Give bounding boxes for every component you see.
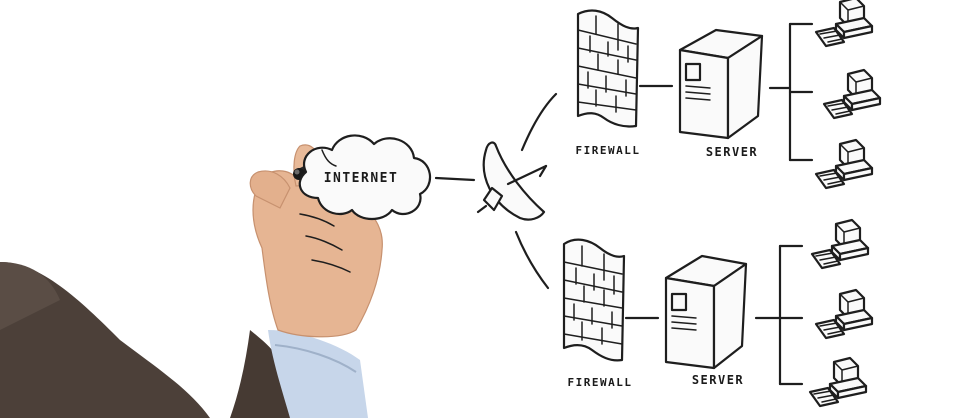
keyboard-icon [814,318,846,340]
link-cloud-dish [434,176,476,182]
workstation-icon [810,218,870,270]
firewall-label-bottom: FIREWALL [568,376,633,389]
workstation-icon [814,138,874,190]
server-icon: SERVER [678,28,764,159]
person-arm [0,262,368,418]
workstations [808,0,882,408]
keyboard-icon [808,386,840,408]
firewall-label-top: FIREWALL [576,144,641,157]
workstation-icon [822,68,882,120]
bus-top [768,22,814,162]
server-label-top: SERVER [706,145,758,159]
branch-top: FIREWALL SERVER [576,9,814,162]
link-dish-top [520,92,558,152]
workstation-icon [814,0,874,48]
keyboard-icon [810,248,842,270]
server-label-bottom: SERVER [692,373,744,387]
keyboard-icon [822,98,854,120]
satellite-dish-icon [476,141,548,221]
internet-cloud: INTERNET [298,134,431,221]
workstation-icon [808,356,868,408]
keyboard-icon [814,168,846,190]
branch-bottom: FIREWALL SERVER [562,238,804,389]
firewall-icon: FIREWALL [562,238,633,389]
keyboard-icon [814,26,846,48]
link-dish-bottom [514,230,550,290]
firewall-icon: FIREWALL [576,9,641,157]
workstation-icon [814,288,874,340]
bus-bottom [754,244,804,386]
server-icon: SERVER [664,254,748,387]
internet-label: INTERNET [324,171,399,186]
